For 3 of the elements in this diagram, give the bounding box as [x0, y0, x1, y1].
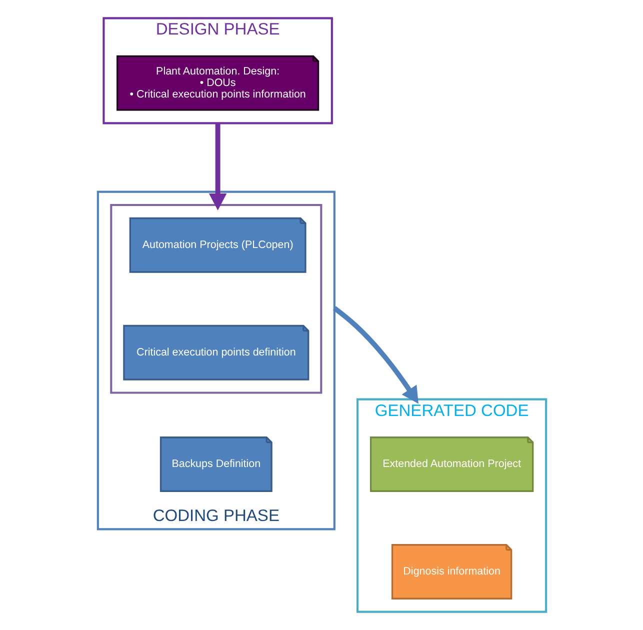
arrow [332, 306, 418, 404]
arrow [208, 123, 226, 210]
cluster [110, 204, 322, 394]
